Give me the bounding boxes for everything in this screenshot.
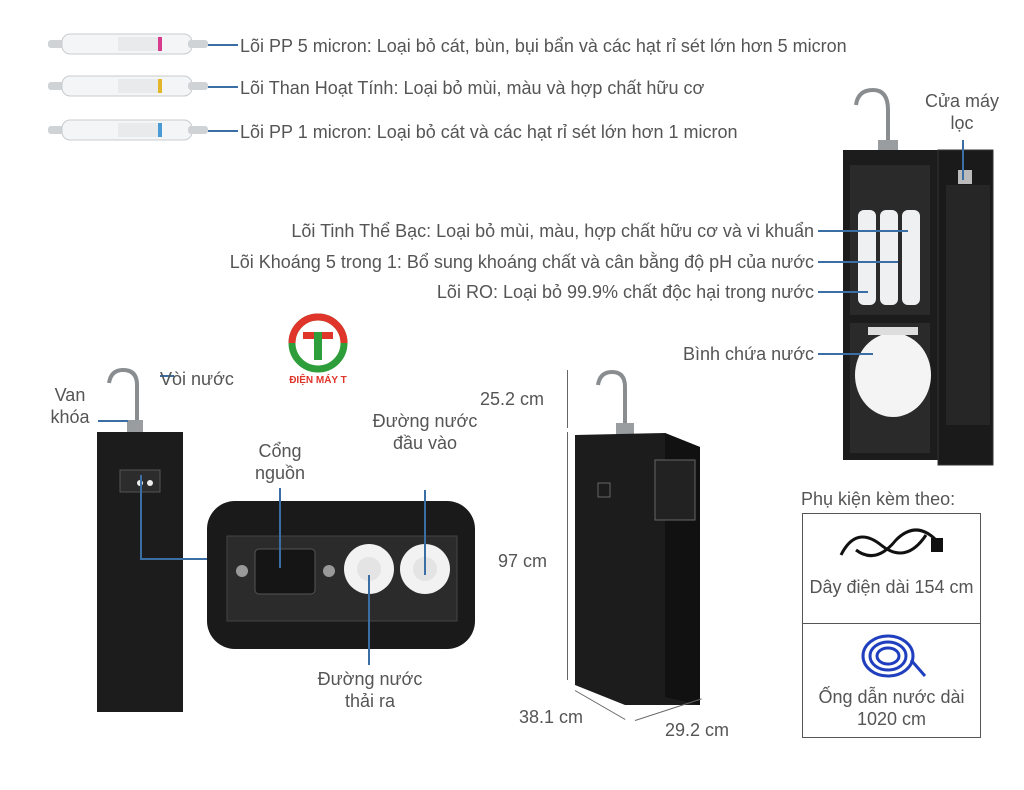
filter-carbon-label: Lõi Than Hoạt Tính: Loại bỏ mùi, màu và …	[240, 78, 705, 98]
water-tube-label: Ống dẫn nước dài 1020 cm	[818, 687, 965, 729]
filter-pp1-label: Lõi PP 1 micron: Loại bỏ cát và các hạt …	[240, 122, 738, 142]
ro-filter-label: Lõi RO: Loại bỏ 99.9% chất độc hại trong…	[436, 282, 814, 302]
power-cord-label: Dây điện dài 154 cm	[809, 577, 974, 597]
accessories-title: Phụ kiện kèm theo:	[801, 489, 956, 509]
accessory-water-tube: Ống dẫn nước dài 1020 cm	[802, 623, 981, 738]
valve-label: Van khóa	[50, 385, 90, 427]
filter-pp1	[48, 117, 208, 143]
tank-label: Bình chứa nước	[683, 344, 814, 364]
machine-front-view	[570, 365, 710, 735]
power-port-label: Cổng nguồn	[254, 441, 306, 483]
accessory-power-cord: Dây điện dài 154 cm	[802, 513, 981, 625]
waste-water-label: Đường nước thải ra	[317, 669, 423, 711]
silver-filter-label: Lõi Tinh Thể Bạc: Loại bỏ mùi, màu, hợp …	[291, 221, 814, 241]
logo-text: ĐIỆN MÁY T	[289, 375, 347, 386]
depth-label: 38.1 cm	[519, 707, 584, 727]
faucet-height-label: 25.2 cm	[480, 389, 545, 409]
body-height-label: 97 cm	[498, 551, 548, 571]
width-label: 29.2 cm	[665, 720, 730, 740]
door-label: Cửa máy lọc	[924, 91, 1000, 133]
filter-pp5-label: Lõi PP 5 micron: Loại bỏ cát, bùn, bụi b…	[240, 36, 847, 56]
filter-pp5	[48, 31, 208, 57]
open-cabinet	[838, 85, 998, 470]
port-panel	[207, 501, 475, 649]
faucet-label: Vòi nước	[160, 369, 234, 389]
power-cord-image	[839, 528, 943, 558]
water-tube-image	[861, 634, 927, 678]
mineral-filter-label: Lõi Khoáng 5 trong 1: Bổ sung khoáng chấ…	[229, 252, 814, 272]
filter-carbon	[48, 73, 208, 99]
brand-logo: ĐIỆN MÁY T	[283, 312, 353, 392]
water-in-label: Đường nước đầu vào	[372, 411, 478, 453]
